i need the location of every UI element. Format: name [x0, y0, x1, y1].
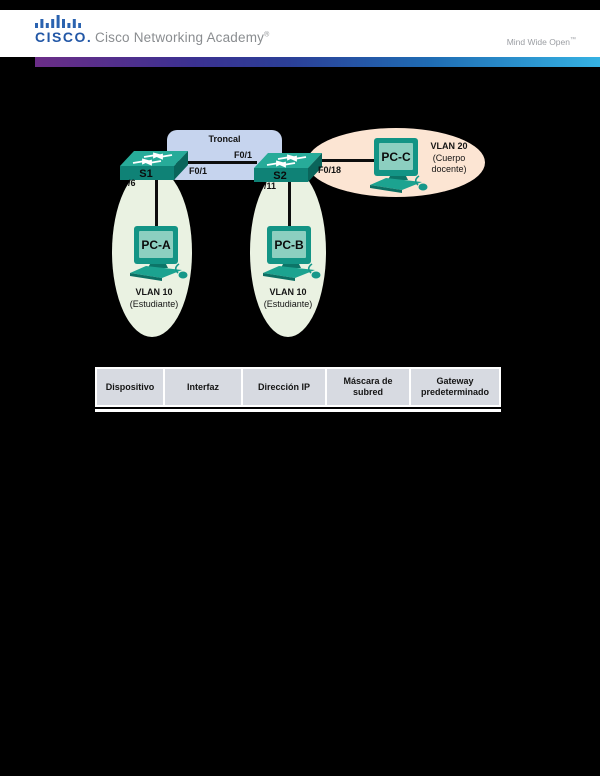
- switch-s2-icon: S2: [254, 153, 322, 182]
- vlan20-title: VLAN 20: [430, 141, 468, 151]
- vlan10-note-right: VLAN 10 (Estudiante): [248, 287, 328, 310]
- table-header-interfaz: Interfaz: [165, 369, 241, 405]
- vlan10-note-left: VLAN 10 (Estudiante): [114, 287, 194, 310]
- trunk-label: Troncal: [208, 134, 241, 144]
- port-label-s1-pca: /6: [128, 178, 136, 188]
- pc-c-icon: PC-C: [370, 138, 428, 193]
- cisco-logo-bars-icon: [35, 15, 81, 28]
- vlan10-right-title: VLAN 10: [269, 287, 307, 297]
- vlan10-right-subtitle: (Estudiante): [263, 298, 313, 309]
- vlan10-left-title: VLAN 10: [135, 287, 173, 297]
- vlan20-line1: (Cuerpo: [432, 152, 466, 163]
- cisco-logo: CISCO.: [35, 15, 95, 55]
- port-label-s2-pcc: F0/18: [318, 165, 342, 175]
- addressing-table-header-row: Dispositivo Interfaz Dirección IP Máscar…: [97, 369, 499, 405]
- table-row-underline: [95, 409, 501, 412]
- cisco-logo-text: CISCO.: [35, 29, 93, 45]
- switch-s1-icon: S1: [120, 151, 188, 180]
- port-label-s1-trunk: F0/1: [189, 166, 208, 176]
- pc-b-label: PC-B: [274, 238, 304, 252]
- tagline: Mind Wide Open™: [507, 37, 576, 47]
- switch-s1-label: S1: [139, 168, 152, 180]
- pc-c-label: PC-C: [381, 150, 411, 164]
- cable-s1-s2: [176, 161, 257, 164]
- cable-s2-pcc: [320, 159, 378, 162]
- pc-a-icon: PC-A: [130, 226, 188, 281]
- table-header-direccion-ip: Dirección IP: [243, 369, 325, 405]
- cable-s1-pca: [155, 180, 158, 228]
- brand-title: Cisco Networking Academy®: [95, 30, 269, 45]
- addressing-table: Dispositivo Interfaz Dirección IP Máscar…: [95, 367, 501, 407]
- port-label-s2-trunk: F0/1: [234, 150, 253, 160]
- tagline-mark: ™: [570, 37, 576, 44]
- vlan10-left-subtitle: (Estudiante): [129, 298, 179, 309]
- brand-title-text: Cisco Networking Academy: [95, 30, 265, 45]
- table-header-gateway: Gateway predeterminado: [411, 369, 499, 405]
- header-gradient-bar: [35, 57, 600, 67]
- port-label-s2-pcb: /11: [264, 181, 277, 191]
- vlan20-note: VLAN 20 (Cuerpo docente): [420, 141, 478, 176]
- tagline-text: Mind Wide Open: [506, 37, 570, 47]
- vlan20-line2: docente): [431, 164, 467, 174]
- cable-s2-pcb: [288, 181, 291, 228]
- table-header-dispositivo: Dispositivo: [97, 369, 163, 405]
- switch-s2-label: S2: [273, 170, 286, 182]
- table-header-mascara-subred: Máscara de subred: [327, 369, 409, 405]
- pc-a-label: PC-A: [141, 238, 171, 252]
- pc-b-icon: PC-B: [263, 226, 321, 281]
- brand-registered-mark: ®: [264, 31, 270, 39]
- header-band: CISCO. Cisco Networking Academy® Mind Wi…: [0, 10, 600, 57]
